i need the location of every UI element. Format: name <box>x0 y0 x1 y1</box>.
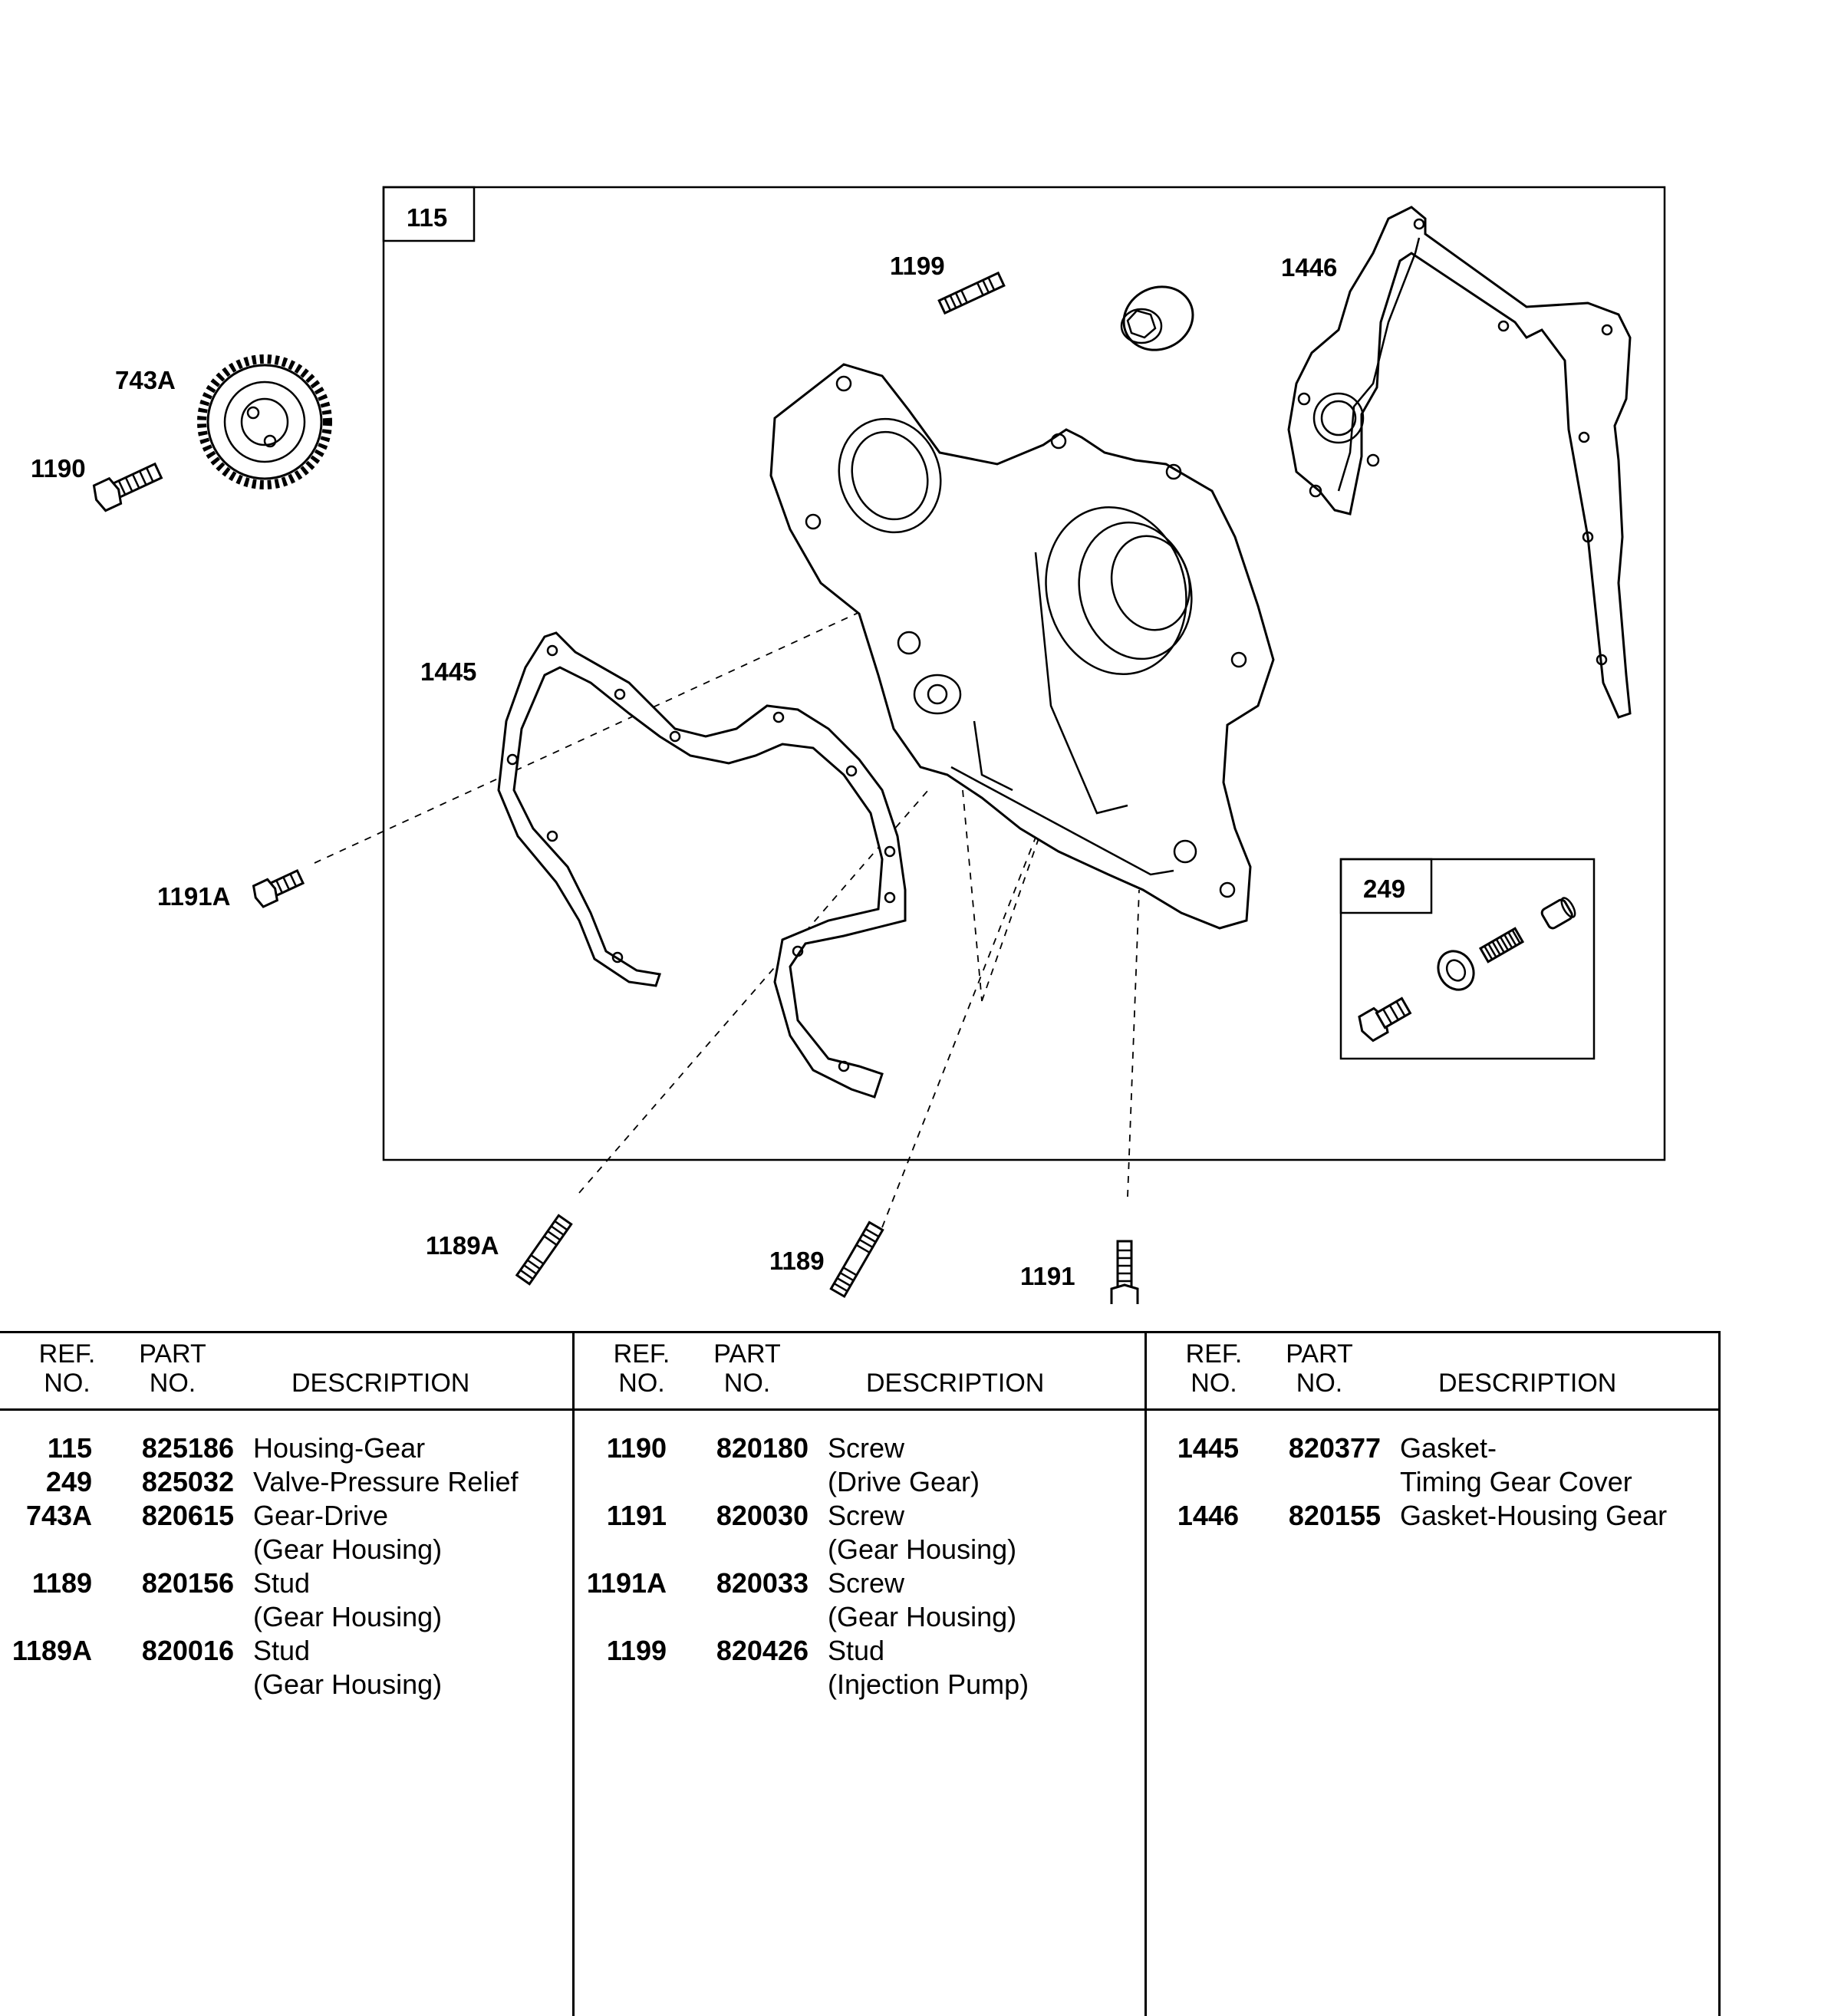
screw-1191 <box>1110 1240 1139 1304</box>
callout-1446: 1446 <box>1281 253 1337 282</box>
description-cell: Stud (Gear Housing) <box>253 1635 443 1700</box>
ref-no-cell: 249 <box>45 1466 92 1497</box>
screw-1190 <box>92 462 163 512</box>
part-no-cell: 820156 <box>141 1567 234 1599</box>
table-row: 1190 820180 Screw (Drive Gear) <box>575 1431 1147 1499</box>
part-no-cell: 820377 <box>1288 1432 1381 1464</box>
parts-column-2: REF. NO. PART NO. DESCRIPTION 1190 820180… <box>572 1333 1147 2016</box>
gasket-1445 <box>497 631 907 1099</box>
callout-1189A: 1189A <box>426 1231 499 1260</box>
header-part-no: PART NO. <box>713 1339 781 1398</box>
table-row: 1199 820426 Stud (Injection Pump) <box>575 1634 1147 1701</box>
column-header: REF. NO. PART NO. DESCRIPTION <box>575 1333 1147 1411</box>
description-cell: Stud (Injection Pump) <box>828 1635 1029 1700</box>
description-cell: Housing-Gear <box>253 1432 426 1464</box>
ref-no-cell: 1191A <box>586 1567 667 1599</box>
part-no-cell: 820033 <box>716 1567 809 1599</box>
callout-1199: 1199 <box>890 252 945 280</box>
table-row: 1446 820155 Gasket-Housing Gear <box>1147 1499 1719 1533</box>
callout-115: 115 <box>407 203 447 232</box>
ref-no-cell: 1189A <box>12 1635 92 1666</box>
parts-rows: 1445 820377 Gasket- Timing Gear Cover 1446 8… <box>1147 1431 1719 1533</box>
part-no-cell: 825186 <box>141 1432 234 1464</box>
callout-1191A: 1191A <box>157 882 230 911</box>
header-description: DESCRIPTION <box>1438 1369 1617 1398</box>
parts-column-1: REF. NO. PART NO. DESCRIPTION 115 825186 H… <box>0 1333 572 2016</box>
description-cell: Screw (Gear Housing) <box>828 1500 1017 1565</box>
callout-1191: 1191 <box>1020 1262 1075 1290</box>
ref-no-cell: 1445 <box>1177 1432 1239 1464</box>
description-cell: Valve-Pressure Relief <box>253 1466 519 1497</box>
gear-housing-115 <box>769 363 1275 930</box>
callout-1189: 1189 <box>769 1247 825 1275</box>
description-cell: Screw (Gear Housing) <box>828 1567 1017 1632</box>
callout-1190: 1190 <box>31 454 86 483</box>
screw-1191A <box>252 868 305 908</box>
table-row: 249 825032 Valve-Pressure Relief <box>0 1465 572 1499</box>
part-no-cell: 820030 <box>716 1500 809 1531</box>
table-row: 1191 820030 Screw (Gear Housing) <box>575 1499 1147 1566</box>
column-header: REF. NO. PART NO. DESCRIPTION <box>1147 1333 1719 1411</box>
table-row: 1191A 820033 Screw (Gear Housing) <box>575 1566 1147 1634</box>
description-cell: Gasket-Housing Gear <box>1400 1500 1668 1531</box>
stud-1189A <box>515 1214 573 1286</box>
description-cell: Stud (Gear Housing) <box>253 1567 443 1632</box>
housing-group-frame <box>382 186 1666 1161</box>
header-ref-no: REF. NO. <box>38 1339 96 1398</box>
part-no-cell: 820426 <box>716 1635 809 1666</box>
description-cell: Gear-Drive (Gear Housing) <box>253 1500 443 1565</box>
header-description: DESCRIPTION <box>866 1369 1045 1398</box>
part-no-cell: 820016 <box>141 1635 234 1666</box>
relief-valve-parts <box>1358 897 1576 1043</box>
ref-tab-249 <box>1339 858 1433 914</box>
exploded-parts-diagram: 115 249 743A 1190 1199 <box>31 186 1666 1304</box>
table-row: 1189A 820016 Stud (Gear Housing) <box>0 1634 572 1701</box>
part-no-cell: 820615 <box>141 1500 234 1531</box>
gasket-1446 <box>1287 206 1632 719</box>
parts-rows: 115 825186 Housing-Gear 249 825032 Valve-Pres… <box>0 1431 572 1701</box>
ref-no-cell: 1190 <box>606 1432 667 1464</box>
ref-no-cell: 1191 <box>606 1500 667 1531</box>
table-row: 1189 820156 Stud (Gear Housing) <box>0 1566 572 1634</box>
callout-1445: 1445 <box>420 657 476 686</box>
ref-no-cell: 1199 <box>606 1635 667 1666</box>
part-no-cell: 820155 <box>1288 1500 1381 1531</box>
table-row: 743A 820615 Gear-Drive (Gear Housing) <box>0 1499 572 1566</box>
ref-no-cell: 1446 <box>1177 1500 1239 1531</box>
table-row: 115 825186 Housing-Gear <box>0 1431 572 1465</box>
ref-no-cell: 115 <box>47 1432 92 1464</box>
callout-743A: 743A <box>115 366 176 394</box>
description-cell: Screw (Drive Gear) <box>828 1432 980 1497</box>
callout-249: 249 <box>1363 875 1405 903</box>
column-header: REF. NO. PART NO. DESCRIPTION <box>0 1333 572 1411</box>
valve-inset-frame <box>1339 858 1596 1060</box>
header-part-no: PART NO. <box>139 1339 206 1398</box>
description-cell: Gasket- Timing Gear Cover <box>1400 1432 1632 1497</box>
parts-list-table: REF. NO. PART NO. DESCRIPTION 115 825186 H… <box>0 1331 1721 2016</box>
header-ref-no: REF. NO. <box>1185 1339 1243 1398</box>
header-part-no: PART NO. <box>1286 1339 1353 1398</box>
part-no-cell: 825032 <box>141 1466 234 1497</box>
header-ref-no: REF. NO. <box>613 1339 670 1398</box>
ref-no-cell: 1189 <box>31 1567 92 1599</box>
stud-1199 <box>937 271 1006 315</box>
ref-tab-115 <box>382 186 476 242</box>
part-no-cell: 820180 <box>716 1432 809 1464</box>
parts-column-3: REF. NO. PART NO. DESCRIPTION 1445 820377… <box>1144 1333 1719 2016</box>
drive-gear-743A <box>197 354 332 489</box>
table-row: 1445 820377 Gasket- Timing Gear Cover <box>1147 1431 1719 1499</box>
ref-no-cell: 743A <box>25 1500 92 1531</box>
seal-ring <box>1120 285 1194 351</box>
header-description: DESCRIPTION <box>291 1369 470 1398</box>
stud-1189 <box>829 1220 884 1299</box>
